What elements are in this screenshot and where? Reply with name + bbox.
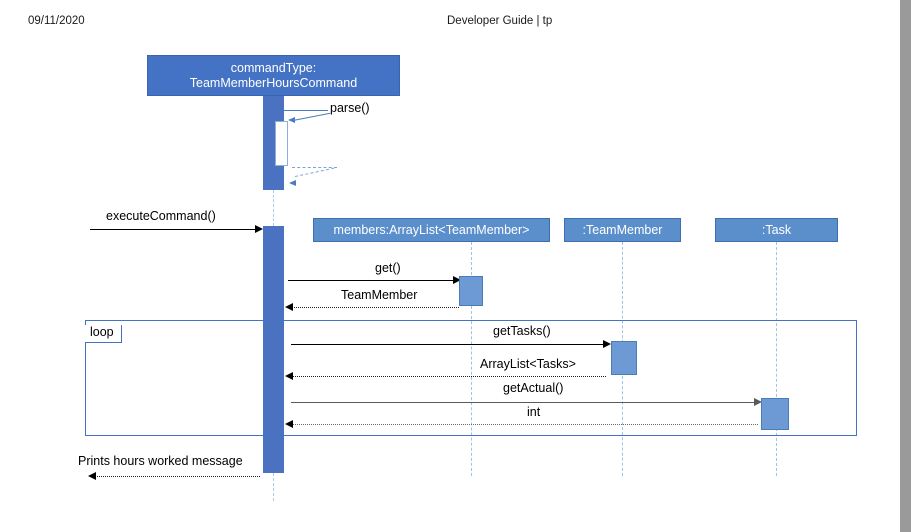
parse-call-arrow-line [292, 112, 331, 121]
message-arrow-prints-hours [94, 476, 260, 477]
activation-task-getactual [761, 398, 789, 430]
message-arrowhead-int-return [285, 420, 293, 428]
message-arrow-arraylisttasks-return [291, 376, 606, 377]
message-arrowhead-get [453, 276, 461, 284]
parse-call-leader [283, 110, 328, 111]
participant-label-task: :Task [761, 222, 792, 237]
lifeline-command-upper [273, 190, 274, 226]
message-arrowhead-teammember-return [285, 303, 293, 311]
message-arrow-executecommand [90, 229, 258, 230]
parse-return-arrowhead [289, 180, 296, 186]
message-label-executecommand: executeCommand() [106, 209, 216, 223]
page-title: Developer Guide | tp [447, 15, 553, 27]
participant-header-members[interactable]: members:ArrayList<TeamMember> [313, 218, 550, 242]
fragment-operator-label: loop [85, 325, 122, 343]
lifeline-task-upper [776, 242, 777, 397]
message-arrowhead-arraylisttasks-return [285, 372, 293, 380]
lifeline-teammember-lower [622, 376, 623, 476]
message-arrowhead-gettasks [603, 340, 611, 348]
message-arrowhead-getactual [754, 398, 762, 406]
message-arrow-gettasks [291, 344, 606, 345]
message-arrowhead-executecommand [255, 225, 263, 233]
participant-header-teammember[interactable]: :TeamMember [564, 218, 681, 242]
activation-teammember-gettasks [611, 341, 637, 375]
message-label-getactual: getActual() [503, 381, 564, 395]
activation-members-get [459, 276, 483, 306]
parse-call-arrowhead [288, 117, 295, 123]
message-label-int-return: int [527, 405, 541, 419]
lifeline-command-lower [273, 473, 274, 501]
message-arrow-get [288, 280, 456, 281]
participant-label-line1: commandType: [230, 61, 317, 76]
page-gutter [900, 0, 911, 532]
participant-header-command[interactable]: commandType: TeamMemberHoursCommand [147, 55, 400, 96]
message-label-prints-hours: Prints hours worked message [78, 454, 243, 468]
page-date: 09/11/2020 [28, 15, 85, 27]
message-arrow-getactual [291, 402, 758, 403]
participant-header-task[interactable]: :Task [715, 218, 838, 242]
message-label-teammember-return: TeamMember [341, 288, 418, 302]
activation-command-parse [263, 96, 284, 190]
message-arrowhead-prints-hours [88, 472, 96, 480]
message-arrow-int-return [291, 424, 758, 425]
message-label-gettasks: getTasks() [493, 324, 551, 338]
lifeline-task-lower [776, 428, 777, 476]
activation-command-execute [263, 226, 284, 473]
parse-return-leader [292, 167, 337, 168]
message-label-parse: parse() [330, 101, 370, 115]
participant-label-members: members:ArrayList<TeamMember> [333, 222, 530, 237]
message-label-get: get() [375, 261, 401, 275]
participant-label-teammember: :TeamMember [582, 222, 663, 237]
lifeline-members-upper [471, 242, 472, 275]
lifeline-teammember-upper [622, 242, 623, 343]
message-label-arraylisttasks-return: ArrayList<Tasks> [480, 357, 576, 371]
message-arrow-teammember-return [291, 307, 459, 308]
lifeline-members-lower [471, 306, 472, 476]
activation-command-parse-nested [275, 121, 288, 166]
combined-fragment-loop [85, 320, 857, 436]
parse-return-arrow-line [294, 167, 335, 177]
participant-label-line2: TeamMemberHoursCommand [189, 75, 358, 90]
